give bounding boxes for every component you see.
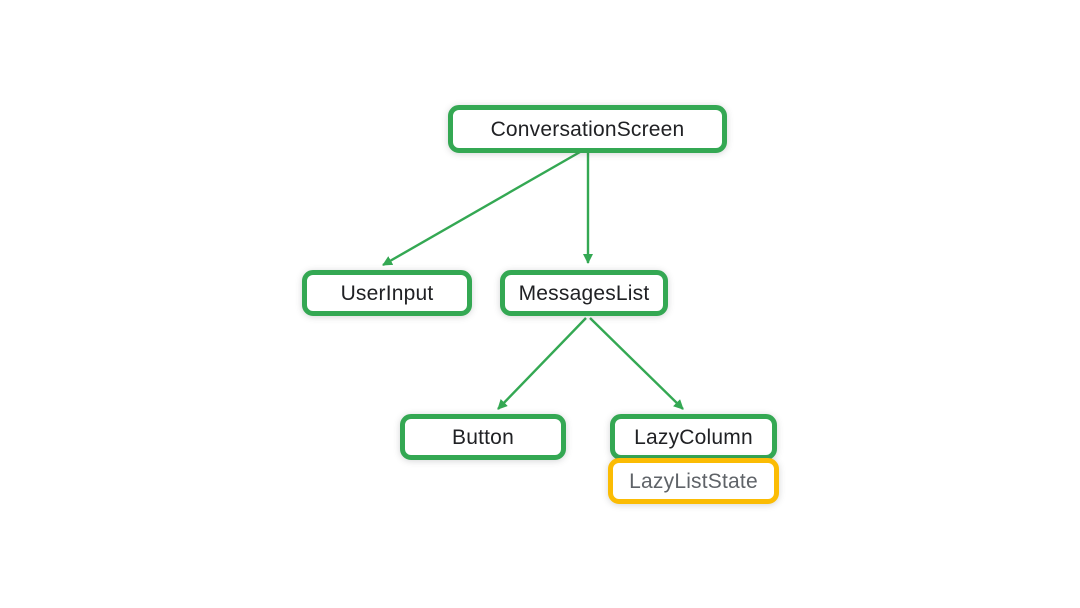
node-lazy-column: LazyColumn (610, 414, 777, 460)
node-lazy-list-state: LazyListState (608, 458, 779, 504)
node-conversation-screen-label: ConversationScreen (490, 117, 685, 141)
edge-messageslist-lazycolumn (589, 317, 684, 410)
node-messages-list-label: MessagesList (518, 281, 650, 305)
edge-messageslist-button (497, 317, 587, 410)
node-button: Button (400, 414, 566, 460)
node-lazy-list-state-label: LazyListState (629, 469, 758, 493)
edge-conversationscreen-userinput (382, 150, 581, 267)
node-conversation-screen: ConversationScreen (448, 105, 727, 153)
node-button-label: Button (452, 425, 514, 449)
node-lazy-column-label: LazyColumn (634, 425, 753, 449)
node-user-input: UserInput (302, 270, 472, 316)
node-messages-list: MessagesList (500, 270, 668, 316)
node-user-input-label: UserInput (340, 281, 434, 305)
